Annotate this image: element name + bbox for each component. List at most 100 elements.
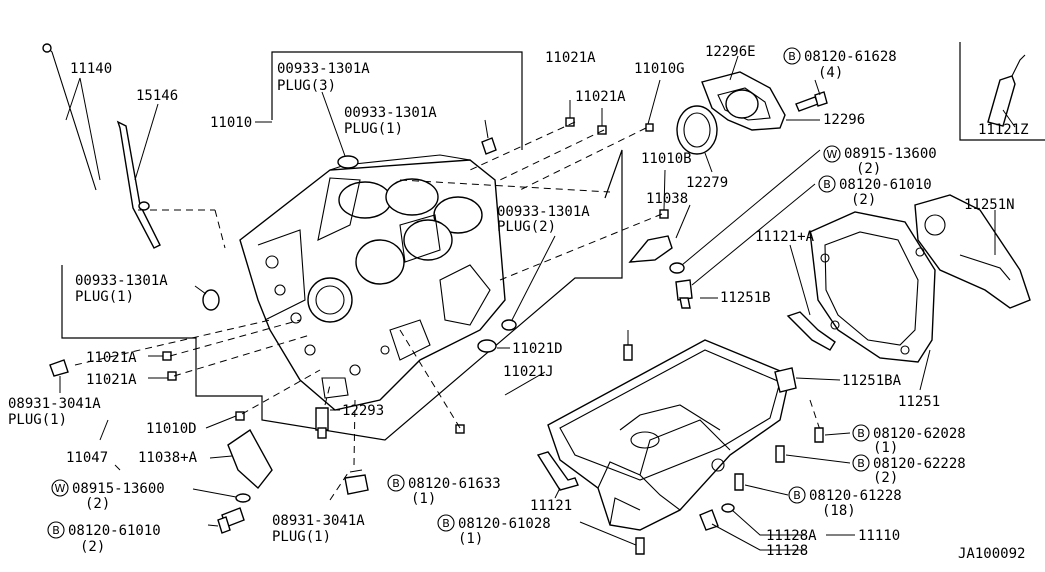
label-qty: (18)	[822, 503, 856, 519]
plug-2	[501, 235, 556, 331]
label-qty: (2)	[80, 539, 105, 555]
label-00933-1301a: 00933-1301A	[75, 273, 168, 289]
label-plug: PLUG(3)	[277, 78, 336, 94]
plug-08931-left	[49, 359, 69, 393]
label-15146: 15146	[136, 88, 178, 104]
label-08931-3041a: 08931-3041A	[8, 396, 101, 412]
rear-oil-seal	[676, 105, 718, 173]
bolt-symbol-letter: B	[793, 489, 801, 502]
bolt-08120-62228	[775, 445, 851, 464]
label-08120-61010: 08120-61010	[68, 523, 161, 539]
sealant-tube-11121z	[987, 54, 1026, 128]
bolt-08120-61010-top	[675, 183, 816, 309]
label-11121a: 11121+A	[755, 229, 815, 245]
label-qty: (1)	[411, 491, 436, 507]
bolt-12293	[315, 407, 340, 439]
rear-oil-seal-retainer	[701, 71, 786, 131]
bolt-symbol-letter: B	[857, 427, 865, 440]
label-plug: PLUG(2)	[497, 219, 556, 235]
label-08120-62028: 08120-62028	[873, 426, 966, 442]
bolt-08120-61028	[579, 521, 645, 555]
bolt-symbol	[437, 514, 455, 532]
label-08120-61628: 08120-61628	[804, 49, 897, 65]
pan-seal-11121	[536, 451, 579, 499]
bolt-symbol	[818, 175, 836, 193]
label-11010d: 11010D	[146, 421, 197, 437]
label-11121z: 11121Z	[978, 122, 1029, 138]
oil-pan	[547, 339, 797, 531]
bolt-symbol	[852, 424, 870, 442]
washer-08915-13600-bot	[192, 488, 251, 503]
washer-08915-13600-top	[669, 149, 821, 274]
label-qty: (1)	[873, 440, 898, 456]
label-11021j: 11021J	[503, 364, 554, 380]
plug-left	[194, 285, 220, 311]
baffle-11038	[628, 204, 691, 263]
bolt-symbol	[47, 521, 65, 539]
bolt-symbol	[788, 486, 806, 504]
label-11251n: 11251N	[964, 197, 1015, 213]
label-11251ba: 11251BA	[842, 373, 902, 389]
label-11110: 11110	[858, 528, 900, 544]
bolt-symbol	[783, 47, 801, 65]
label-11021a: 11021A	[86, 372, 137, 388]
label-08915-13600: 08915-13600	[844, 146, 937, 162]
label-11251b: 11251B	[720, 290, 771, 306]
washer-symbol-letter: W	[55, 482, 66, 495]
bolt-symbol-letter: B	[857, 457, 865, 470]
bolt-symbol-letter: B	[392, 477, 400, 490]
label-08915-13600: 08915-13600	[72, 481, 165, 497]
bolt-symbol-letter: B	[823, 178, 831, 191]
label-08120-61028: 08120-61028	[458, 516, 551, 532]
bolt-symbol-letter: B	[442, 517, 450, 530]
label-08120-61010: 08120-61010	[839, 177, 932, 193]
label-08120-61633: 08120-61633	[408, 476, 501, 492]
bolt-symbol	[387, 474, 405, 492]
washer-symbol-letter: W	[827, 148, 838, 161]
plug-08931-bot	[344, 469, 369, 495]
label-00933-1301a: 00933-1301A	[497, 204, 590, 220]
bolt-08120-61628	[795, 79, 828, 112]
label-08120-62228: 08120-62228	[873, 456, 966, 472]
diagram-id: JA100092	[958, 546, 1025, 562]
washer-symbol	[51, 479, 69, 497]
label-11128: 11128	[766, 543, 808, 559]
label-11121: 11121	[530, 498, 572, 514]
bolt-symbol	[852, 454, 870, 472]
label-11010: 11010	[210, 115, 252, 131]
label-11038: 11038	[646, 191, 688, 207]
label-12279: 12279	[686, 175, 728, 191]
label-11038a: 11038+A	[138, 450, 198, 466]
label-11021d: 11021D	[512, 341, 563, 357]
callout-labels: 11140 15146 11010 00933-1301A PLUG(3) 00…	[8, 44, 1029, 562]
label-11021a: 11021A	[545, 50, 596, 66]
label-plug: PLUG(1)	[272, 529, 331, 545]
bolt-08120-61010-bot	[207, 507, 245, 534]
label-qty: (1)	[458, 531, 483, 547]
rear-plate-11251n	[914, 194, 1031, 309]
label-00933-1301a: 00933-1301A	[277, 61, 370, 77]
bolt-08120-62028	[814, 427, 851, 443]
label-plug: PLUG(1)	[344, 121, 403, 137]
label-qty: (2)	[873, 470, 898, 486]
label-08120-61228: 08120-61228	[809, 488, 902, 504]
label-qty: (4)	[818, 65, 843, 81]
bracket-11038a	[209, 428, 273, 490]
label-00933-1301a: 00933-1301A	[344, 105, 437, 121]
bolt-symbol-letter: B	[52, 524, 60, 537]
inset-frame	[959, 42, 1045, 141]
label-11128a: 11128A	[766, 528, 817, 544]
label-11010b: 11010B	[641, 151, 692, 167]
oil-level-gauge	[42, 43, 97, 191]
label-qty: (2)	[851, 192, 876, 208]
label-11047: 11047	[66, 450, 108, 466]
washer-symbol	[823, 145, 841, 163]
label-12296: 12296	[823, 112, 865, 128]
label-12296e: 12296E	[705, 44, 756, 60]
label-11251: 11251	[898, 394, 940, 410]
label-plug: PLUG(1)	[75, 289, 134, 305]
plug-upper	[321, 91, 359, 169]
plug-11021d	[477, 339, 510, 353]
label-11140: 11140	[70, 61, 112, 77]
